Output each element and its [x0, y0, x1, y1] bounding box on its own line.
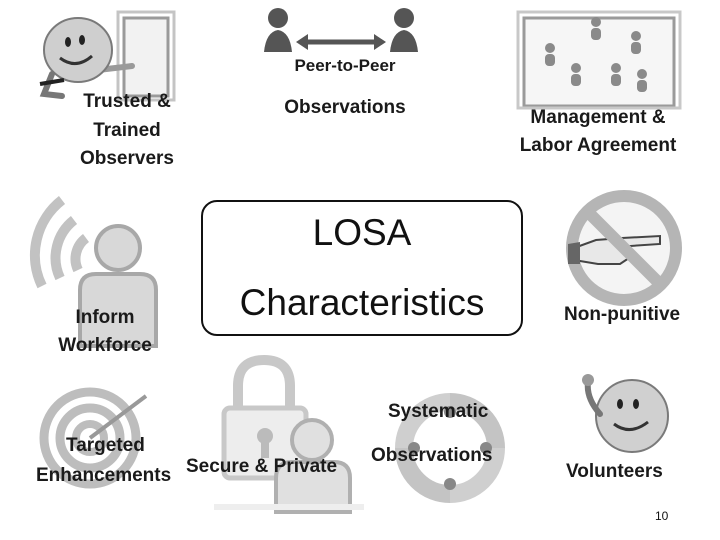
label-trusted-observers: Trusted & Trained Observers — [79, 91, 174, 169]
peer-arrow-icon — [264, 8, 418, 52]
label-secure-private: Secure & Private — [186, 456, 338, 477]
cycle-arrows-icon — [395, 393, 505, 503]
label-non-punitive: Non-punitive — [564, 304, 681, 325]
label-systematic-observations: Observations — [371, 445, 493, 466]
label-targeted: Targeted — [66, 435, 145, 456]
page-number: 10 — [655, 509, 669, 523]
center-title: LOSA — [312, 212, 412, 253]
lock-person-icon — [214, 354, 364, 514]
label-management-labor: Management & Labor Agreement — [519, 107, 677, 156]
center-subtitle: Characteristics — [239, 282, 485, 323]
label-systematic: Systematic — [388, 401, 489, 422]
label-volunteers: Volunteers — [566, 461, 663, 482]
smiley-door-icon — [39, 10, 176, 102]
wifi-person-icon — [29, 196, 158, 348]
label-inform-workforce: Inform Workforce — [58, 307, 152, 356]
target-icon — [39, 387, 148, 489]
board-people-icon — [516, 10, 682, 110]
no-pointing-icon — [566, 190, 682, 306]
label-observations: Observations — [284, 97, 406, 118]
label-enhancements: Enhancements — [36, 465, 172, 486]
center-box — [201, 200, 523, 336]
waving-smiley-icon — [582, 374, 669, 453]
label-peer-to-peer: Peer-to-Peer — [294, 56, 396, 75]
